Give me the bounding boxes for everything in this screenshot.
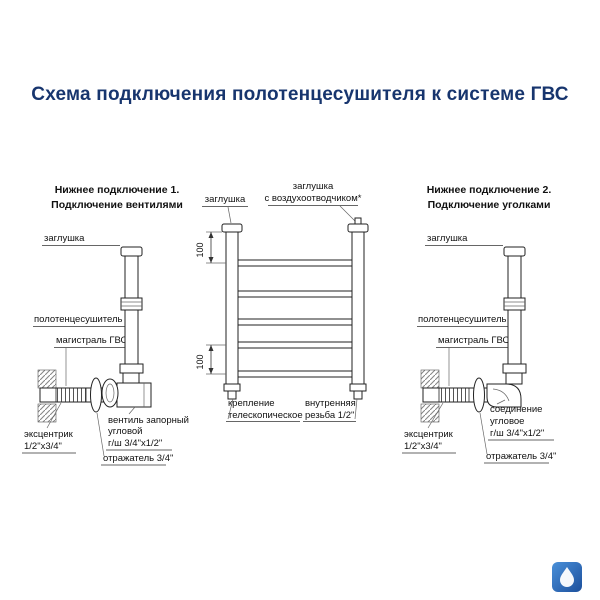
right-diagram-linework xyxy=(402,245,554,464)
right-wall-hatch-top xyxy=(420,369,440,389)
rail-cap-right-with-vent xyxy=(347,223,369,233)
middle-mount-label-line2: телескопическое xyxy=(228,410,303,421)
right-pipe-lower xyxy=(507,309,522,365)
right-wall-hatch-bottom xyxy=(420,403,440,423)
left-cap xyxy=(120,246,143,257)
left-valve-nut xyxy=(119,363,144,374)
middle-cap-right-label-line1: заглушка xyxy=(293,181,334,192)
right-reflector-label: отражатель 3/4" xyxy=(486,451,556,462)
rail-rung-3 xyxy=(237,318,353,326)
middle-mount-label-line1: крепление xyxy=(228,398,275,409)
brand-logo xyxy=(551,561,583,593)
left-valve-body xyxy=(116,382,152,408)
right-cap xyxy=(503,246,526,257)
rail-tube-left xyxy=(225,231,239,385)
diagram-bottom-connection-valves: Нижнее подключение 1. Подключение вентил… xyxy=(22,184,189,466)
left-valve-handle xyxy=(101,378,119,408)
left-pipe-lower xyxy=(124,309,139,365)
left-reflector-disc xyxy=(90,377,102,413)
rail-tube-right xyxy=(351,231,365,385)
left-pipe-upper xyxy=(124,255,139,299)
left-eccentric-label-line2: 1/2"х3/4" xyxy=(24,441,62,452)
middle-cap-right-label-line2: с воздухоотводчиком* xyxy=(265,193,362,204)
right-cap-label: заглушка xyxy=(427,233,468,244)
right-corner-label-line2: угловое xyxy=(490,416,524,427)
left-cap-label: заглушка xyxy=(44,233,85,244)
left-heading-line2: Подключение вентилями xyxy=(51,199,183,211)
right-heading-line1: Нижнее подключение 2. xyxy=(427,184,552,196)
left-valve-neck xyxy=(122,372,140,385)
water-drop-icon xyxy=(560,567,574,587)
right-pipe-upper xyxy=(507,255,522,299)
left-valve-label-line3: г/ш 3/4"х1/2" xyxy=(108,438,162,449)
rail-rung-4 xyxy=(237,341,353,349)
right-corner-nut xyxy=(502,363,527,374)
middle-cap-left-label: заглушка xyxy=(205,194,246,205)
middle-thread-label-line1: внутренняя xyxy=(305,398,356,409)
right-eccentric-label-line1: эксцентрик xyxy=(404,429,454,440)
rail-rung-2 xyxy=(237,290,353,298)
diagram-towel-rail-front: заглушка заглушка с воздухоотводчиком* 1… xyxy=(195,181,369,422)
dimension-bottom-100: 100 xyxy=(195,354,205,369)
left-diagram-linework xyxy=(22,245,172,466)
left-eccentric-fitting xyxy=(55,387,87,403)
telescopic-mount-left xyxy=(223,383,241,392)
diagram-bottom-connection-corners: Нижнее подключение 2. Подключение уголка… xyxy=(402,184,556,464)
right-reflector-disc xyxy=(473,377,485,413)
middle-diagram-linework xyxy=(202,205,369,422)
left-wall-hatch-bottom xyxy=(37,403,57,423)
right-eccentric-label-line2: 1/2"х3/4" xyxy=(404,441,442,452)
right-corner-fitting xyxy=(486,383,522,408)
dimension-top-100: 100 xyxy=(195,242,205,257)
right-corner-label-line1: соединение xyxy=(490,404,542,415)
right-corner-neck xyxy=(505,372,523,385)
thread-fitting-right xyxy=(349,383,367,392)
rail-rung-5 xyxy=(237,370,353,378)
right-union-nut xyxy=(503,297,526,311)
middle-thread-label-line2: резьба 1/2" xyxy=(305,410,354,421)
left-towel-rail-label: полотенцесушитель xyxy=(34,314,123,325)
left-valve-label-line2: угловой xyxy=(108,426,142,437)
page-title: Схема подключения полотенцесушителя к си… xyxy=(31,84,569,105)
right-towel-rail-label: полотенцесушитель xyxy=(418,314,507,325)
left-main-label: магистраль ГВС xyxy=(56,335,128,346)
rail-cap-left xyxy=(221,223,243,233)
right-heading-line2: Подключение уголками xyxy=(428,199,551,211)
left-union-nut xyxy=(120,297,143,311)
left-reflector-label: отражатель 3/4" xyxy=(103,453,173,464)
left-wall-hatch-top xyxy=(37,369,57,389)
right-corner-label-line3: г/ш 3/4"х1/2" xyxy=(490,428,544,439)
right-main-label: магистраль ГВС xyxy=(438,335,510,346)
left-heading-line1: Нижнее подключение 1. xyxy=(55,184,180,196)
right-eccentric-fitting xyxy=(438,387,470,403)
left-valve-label-line1: вентиль запорный xyxy=(108,415,189,426)
rail-rung-1 xyxy=(237,259,353,267)
left-eccentric-label-line1: эксцентрик xyxy=(24,429,74,440)
